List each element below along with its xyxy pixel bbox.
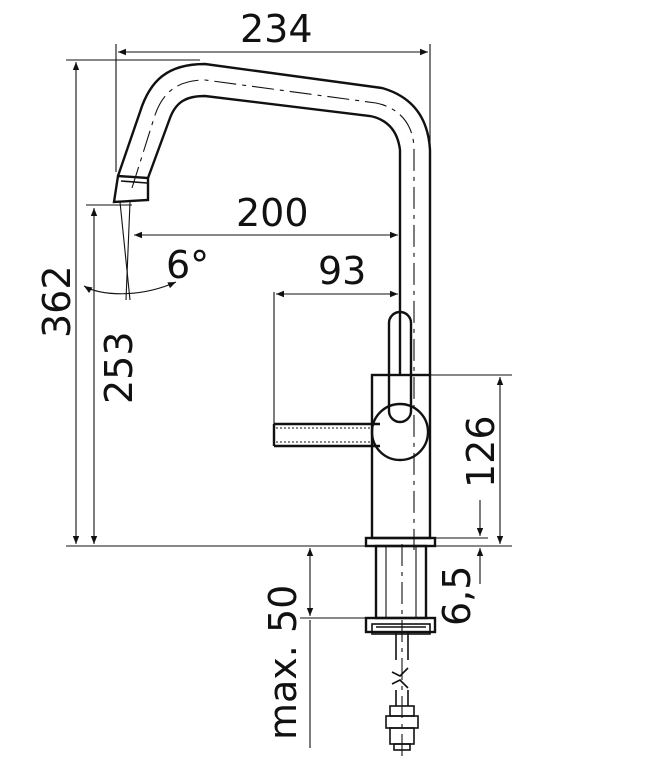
label-spout-reach: 200 (236, 191, 309, 235)
label-body-height: 126 (459, 415, 503, 488)
label-total-height: 362 (35, 265, 79, 338)
spout-inner-line (146, 94, 402, 375)
label-handle-reach: 93 (318, 249, 366, 293)
dim-arc-6-degree (83, 281, 177, 295)
label-spout-height: 253 (97, 331, 141, 404)
label-base-thickness: 6,5 (435, 566, 479, 626)
label-spout-angle: 6° (166, 243, 209, 287)
spout-centreline (131, 79, 415, 550)
mounting-shank (374, 544, 428, 620)
supply-hose (395, 632, 409, 660)
spout-outer-line (116, 62, 432, 375)
base-plate (364, 536, 437, 548)
dimension-lines (66, 44, 512, 748)
side-handle (272, 422, 380, 448)
lever-handle (387, 310, 413, 424)
label-max-counter-thickness: max. 50 (261, 585, 305, 740)
faucet-outline (112, 62, 437, 756)
mounting-nut (364, 616, 437, 634)
dimension-labels: 234 200 93 6° 362 253 126 6,5 max. 50 (35, 7, 503, 740)
lever-hub (370, 402, 430, 462)
label-total-width: 234 (240, 7, 313, 51)
spout-tip (112, 174, 150, 204)
faucet-body (370, 373, 432, 540)
